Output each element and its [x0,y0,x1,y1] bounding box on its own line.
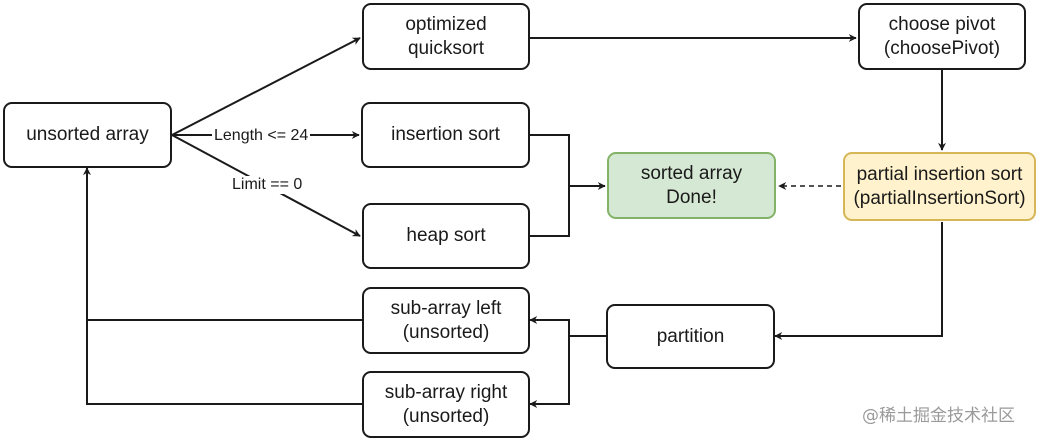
edge-label-limit: Limit == 0 [230,176,305,194]
node-sub-array-left-line1: sub-array left [390,297,502,319]
node-insertion-sort: insertion sort [361,102,530,168]
node-heap-sort: heap sort [362,203,530,269]
watermark: @稀土掘金技术社区 [862,406,1015,426]
node-choose-pivot-line1: choose pivot [888,13,996,35]
node-optimized-quicksort-line2: quicksort [407,37,485,59]
edge-right-to-unsorted [86,320,362,405]
node-sub-array-right-line2: (unsorted) [402,405,490,427]
node-sorted-array-line1: sorted array [640,162,743,184]
node-partition: partition [606,304,775,369]
node-optimized-quicksort-line1: optimized [405,13,487,35]
node-partition-label: partition [656,325,725,347]
node-partial-insertion-sort: partial insertion sort (partialInsertion… [843,152,1036,221]
node-choose-pivot-line2: (choosePivot) [883,37,1001,59]
edge-insertion-to-sorted [530,134,606,190]
node-insertion-sort-label: insertion sort [391,124,500,145]
node-sub-array-right-line1: sub-array right [384,381,508,403]
node-choose-pivot: choose pivot (choosePivot) [858,3,1026,70]
node-unsorted-array: unsorted array [3,102,172,168]
node-partial-insertion-sort-line1: partial insertion sort [856,163,1023,185]
node-sub-array-left-line2: (unsorted) [402,321,490,343]
node-partial-insertion-sort-line2: (partialInsertionSort) [853,187,1026,209]
edge-partition-to-left [529,316,606,337]
node-unsorted-array-label: unsorted array [26,124,149,145]
node-optimized-quicksort: optimized quicksort [362,3,530,70]
edge-label-length: Length <= 24 [212,127,311,145]
node-heap-sort-label: heap sort [406,225,486,246]
edge-left-to-unsorted [83,167,362,321]
edge-partial-to-partition [774,222,943,340]
node-sorted-array-line2: Done! [666,186,717,208]
edge-heap-to-sorted [530,186,570,237]
edge-partition-to-right [529,336,570,408]
node-sorted-array: sorted array Done! [607,152,776,219]
node-sub-array-right: sub-array right (unsorted) [362,371,530,438]
edge-unsorted-to-quicksort [171,37,361,136]
node-sub-array-left: sub-array left (unsorted) [362,287,530,354]
